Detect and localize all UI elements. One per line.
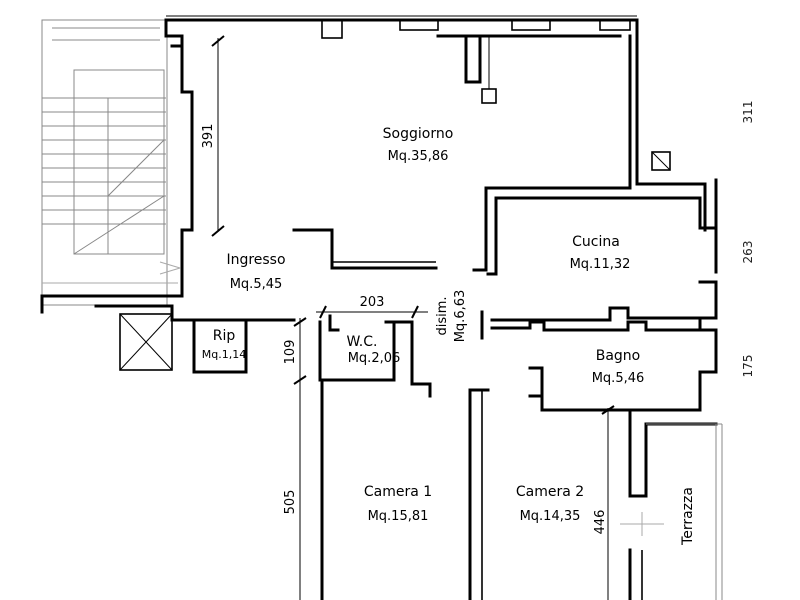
camera1-name: Camera 1 bbox=[364, 484, 432, 500]
wc-area: Mq.2,06 bbox=[348, 351, 401, 366]
ingresso-area: Mq.5,45 bbox=[230, 277, 283, 292]
dim-camera1-depth: 505 bbox=[283, 490, 298, 515]
terrace bbox=[620, 423, 723, 600]
ingresso-name: Ingresso bbox=[226, 252, 285, 268]
dim-camera2-depth: 446 bbox=[593, 510, 608, 535]
camera1-area: Mq.15,81 bbox=[368, 509, 429, 524]
disim-area: Mq.6,63 bbox=[453, 290, 468, 343]
walls bbox=[40, 15, 718, 600]
cucina-name: Cucina bbox=[572, 234, 620, 250]
camera2-area: Mq.14,35 bbox=[520, 509, 581, 524]
camera2-name: Camera 2 bbox=[516, 484, 584, 500]
dim-wc-depth: 109 bbox=[283, 340, 298, 365]
dim-edge-mid: 263 bbox=[741, 241, 755, 264]
wc-name: W.C. bbox=[347, 334, 378, 350]
rip-area: Mq.1,14 bbox=[202, 348, 246, 361]
dim-edge-top: 311 bbox=[741, 101, 755, 124]
dim-corridor-width: 203 bbox=[360, 295, 385, 310]
terrazza-name: Terrazza bbox=[680, 487, 696, 546]
disim-name: disim. bbox=[435, 296, 450, 335]
dim-edge-low: 175 bbox=[741, 355, 755, 378]
dim-soggiorno-depth: 391 bbox=[201, 124, 216, 149]
stairwell bbox=[41, 19, 181, 306]
bagno-area: Mq.5,46 bbox=[592, 371, 645, 386]
dimension-lines bbox=[211, 35, 615, 600]
rip-name: Rip bbox=[213, 328, 236, 344]
soggiorno-area: Mq.35,86 bbox=[388, 149, 449, 164]
cucina-area: Mq.11,32 bbox=[570, 257, 631, 272]
bagno-name: Bagno bbox=[596, 348, 641, 364]
soggiorno-name: Soggiorno bbox=[383, 126, 454, 142]
